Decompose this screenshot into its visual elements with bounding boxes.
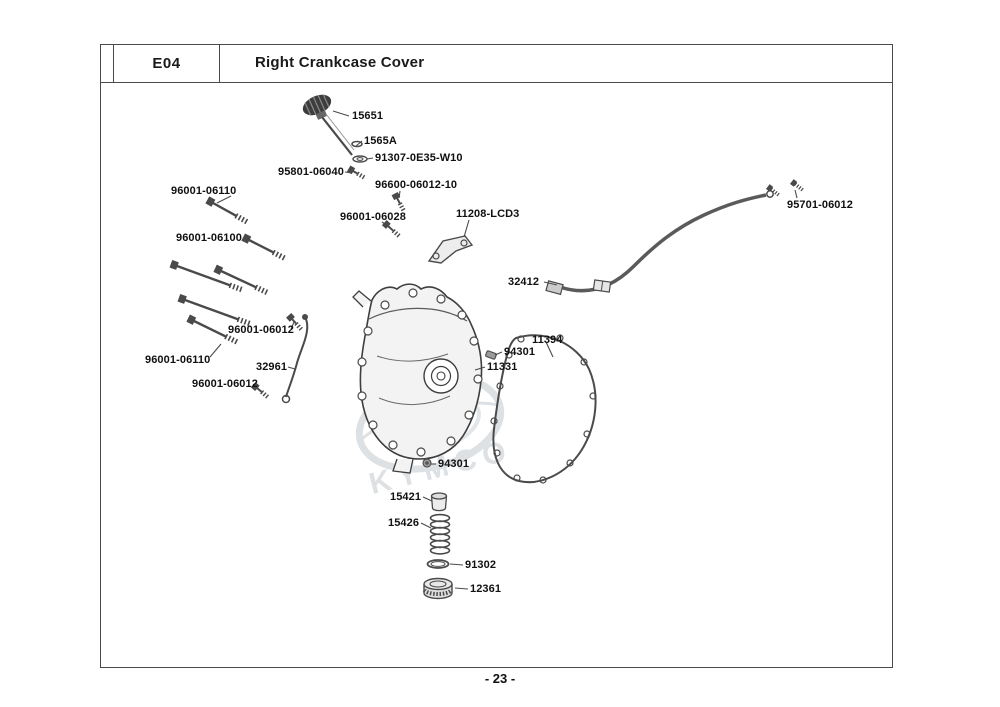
- part-label-11208-LCD3: 11208-LCD3: [456, 208, 520, 220]
- cable-32412: [545, 190, 774, 296]
- strainer-15421: [430, 492, 448, 512]
- oring-1565A: [351, 140, 363, 148]
- leader-lines: [209, 110, 798, 590]
- part-label-94301: 94301: [438, 458, 470, 470]
- section-code-box: E04: [113, 44, 220, 83]
- part-label-91302: 91302: [465, 559, 497, 571]
- bolt-long-4: [213, 264, 270, 296]
- short-bolts-group: [250, 165, 805, 399]
- bolt-96001-06110-top: [205, 196, 249, 225]
- screw-95701-06012-b: [790, 179, 805, 192]
- part-label-96001-06110: 96001-06110: [145, 354, 211, 366]
- bolt-96001-06110-lower: [186, 314, 240, 345]
- part-label-94301: 94301: [504, 346, 536, 358]
- bracket-11208: [427, 235, 474, 264]
- bolt-95801-06040: [346, 165, 366, 180]
- bolt-long-5: [177, 294, 252, 327]
- spring-15426: [429, 513, 451, 555]
- kick-arm-32961: [281, 314, 309, 404]
- part-label-15426: 15426: [388, 517, 420, 529]
- part-label-91307-0E35-W10: 91307-0E35-W10: [375, 152, 463, 164]
- dipstick: [302, 94, 355, 156]
- part-label-32412: 32412: [508, 276, 540, 288]
- screw-95701-06012-a: [766, 184, 781, 197]
- part-label-95701-06012: 95701-06012: [787, 199, 853, 211]
- washer-91307: [352, 155, 368, 163]
- dowel-94301-lower: [422, 458, 432, 468]
- part-label-15651: 15651: [352, 110, 384, 122]
- cap-12361: [422, 577, 454, 600]
- oring-91302: [426, 559, 450, 569]
- crankcase-cover: [352, 283, 483, 474]
- part-label-12361: 12361: [470, 583, 502, 595]
- part-label-1565A: 1565A: [364, 135, 397, 147]
- bolt-96001-06012-upper: [286, 312, 304, 331]
- page-title: Right Crankcase Cover: [255, 54, 425, 71]
- part-label-11331: 11331: [487, 361, 518, 373]
- part-label-96001-06012: 96001-06012: [192, 378, 258, 390]
- part-label-96001-06100: 96001-06100: [176, 232, 242, 244]
- bolt-long-3: [169, 260, 244, 293]
- part-label-32961: 32961: [256, 361, 288, 373]
- bolt-96001-06028: [381, 220, 402, 239]
- bolt-96001-06012-lower: [250, 382, 270, 399]
- header-divider: [100, 82, 893, 83]
- part-label-95801-06040: 95801-06040: [278, 166, 344, 178]
- dowel-94301-upper: [485, 350, 497, 360]
- bolt-96600-06012-10: [391, 191, 407, 213]
- part-label-96001-06110: 96001-06110: [171, 185, 237, 197]
- bolts-left-group: [169, 196, 286, 345]
- part-label-11394: 11394: [532, 334, 563, 346]
- page-number: - 23 -: [484, 671, 516, 686]
- section-code: E04: [152, 55, 181, 72]
- gasket: [490, 334, 597, 484]
- part-label-15421: 15421: [390, 491, 422, 503]
- bolt-96001-06100: [241, 233, 286, 261]
- part-label-96600-06012-10: 96600-06012-10: [375, 179, 458, 191]
- part-label-96001-06012: 96001-06012: [228, 324, 294, 336]
- part-label-96001-06028: 96001-06028: [340, 211, 406, 223]
